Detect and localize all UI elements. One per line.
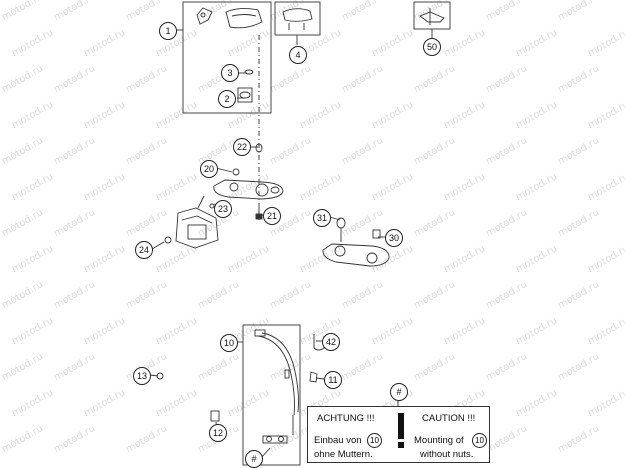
callout-12[interactable]: 12 [209, 424, 227, 442]
callout-2[interactable]: 2 [218, 90, 236, 108]
callout-10[interactable]: 10 [220, 334, 238, 352]
callout-11[interactable]: 11 [324, 371, 342, 389]
assembly-box-4 [274, 1, 321, 36]
warning-de-label: ACHTUNG !!! [317, 413, 375, 424]
callout-30[interactable]: 30 [385, 229, 403, 247]
callout-13[interactable]: 13 [133, 367, 151, 385]
assembly-box-10 [242, 324, 301, 466]
callout-31[interactable]: 31 [313, 209, 331, 227]
warning-en-label: CAUTION !!! [422, 413, 476, 424]
mount-en-line2: without nuts. [420, 449, 474, 460]
callout-3[interactable]: 3 [221, 64, 239, 82]
callout-42[interactable]: 42 [322, 333, 340, 351]
callout-1[interactable]: 1 [159, 22, 177, 40]
callout-21[interactable]: 21 [263, 207, 281, 225]
callout-22[interactable]: 22 [233, 138, 251, 156]
callout-24[interactable]: 24 [135, 241, 153, 259]
mount-de-line1: Einbau von [314, 435, 362, 446]
callout-4[interactable]: 4 [289, 46, 307, 64]
part-ref-de[interactable]: 10 [367, 433, 382, 448]
callout-20[interactable]: 20 [200, 160, 218, 178]
mount-de-line2: ohne Muttern. [314, 449, 373, 460]
callout-50[interactable]: 50 [423, 38, 441, 56]
assembly-box-50 [413, 1, 451, 30]
exclamation-icon [397, 413, 405, 448]
mounting-notice: ACHTUNG !!! CAUTION !!! Einbau von 10 oh… [307, 406, 490, 463]
callout-23[interactable]: 23 [214, 200, 232, 218]
callout-hash-notice[interactable]: # [390, 383, 408, 401]
part-ref-en[interactable]: 10 [472, 433, 487, 448]
mount-en-line1: Mounting of [414, 435, 464, 446]
assembly-box-1 [182, 1, 272, 114]
callout-hash-lower[interactable]: # [245, 450, 263, 468]
